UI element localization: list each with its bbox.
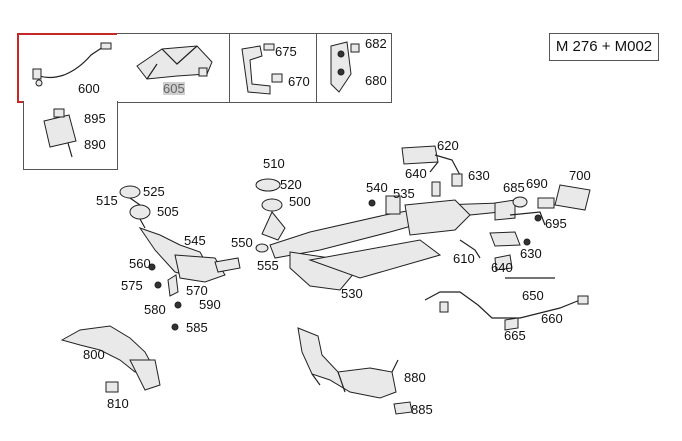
callout-620[interactable]: 620 xyxy=(437,138,459,153)
label-600: 600 xyxy=(78,81,100,96)
callout-530[interactable]: 530 xyxy=(341,286,363,301)
callout-695[interactable]: 695 xyxy=(545,216,567,231)
callout-580[interactable]: 580 xyxy=(144,302,166,317)
callout-585[interactable]: 585 xyxy=(186,320,208,335)
callout-665[interactable]: 665 xyxy=(504,328,526,343)
thumbnail-682-680[interactable]: 682 680 xyxy=(316,33,392,103)
callout-575[interactable]: 575 xyxy=(121,278,143,293)
thumbnail-895-890[interactable]: 895 890 xyxy=(23,101,118,170)
callout-535[interactable]: 535 xyxy=(393,186,415,201)
label-605: 605 xyxy=(163,81,185,96)
callout-630-lower[interactable]: 630 xyxy=(520,246,542,261)
control-unit-thumb-icon xyxy=(43,108,77,158)
label-670: 670 xyxy=(288,74,310,89)
callout-885[interactable]: 885 xyxy=(411,402,433,417)
callout-520[interactable]: 520 xyxy=(280,177,302,192)
callout-515[interactable]: 515 xyxy=(96,193,118,208)
callout-610[interactable]: 610 xyxy=(453,251,475,266)
thumbnail-600[interactable]: 600 xyxy=(17,33,120,103)
callout-800[interactable]: 800 xyxy=(83,347,105,362)
callout-640-lower[interactable]: 640 xyxy=(491,260,513,275)
callout-510[interactable]: 510 xyxy=(263,156,285,171)
callout-640-upper[interactable]: 640 xyxy=(405,166,427,181)
mount-thumb-icon xyxy=(330,41,360,93)
callout-690[interactable]: 690 xyxy=(526,176,548,191)
callout-550[interactable]: 550 xyxy=(231,235,253,250)
label-682: 682 xyxy=(365,36,387,51)
callout-685[interactable]: 685 xyxy=(503,180,525,195)
callout-540[interactable]: 540 xyxy=(366,180,388,195)
thumbnail-605[interactable]: 605 xyxy=(117,33,230,103)
label-680: 680 xyxy=(365,73,387,88)
oxygen-sensor-thumb-icon xyxy=(32,42,112,87)
model-label: M 276 + M002 xyxy=(549,33,659,61)
callout-500[interactable]: 500 xyxy=(289,194,311,209)
callout-525[interactable]: 525 xyxy=(143,184,165,199)
callout-590[interactable]: 590 xyxy=(199,297,221,312)
callout-660[interactable]: 660 xyxy=(541,311,563,326)
callout-570[interactable]: 570 xyxy=(186,283,208,298)
callout-505[interactable]: 505 xyxy=(157,204,179,219)
callout-545[interactable]: 545 xyxy=(184,233,206,248)
callout-650[interactable]: 650 xyxy=(522,288,544,303)
callout-555[interactable]: 555 xyxy=(257,258,279,273)
label-675: 675 xyxy=(275,44,297,59)
callout-880[interactable]: 880 xyxy=(404,370,426,385)
callout-810[interactable]: 810 xyxy=(107,396,129,411)
callout-560[interactable]: 560 xyxy=(129,256,151,271)
bracket-thumb-icon xyxy=(136,45,213,80)
label-890: 890 xyxy=(84,137,106,152)
label-895: 895 xyxy=(84,111,106,126)
callout-630-upper[interactable]: 630 xyxy=(468,168,490,183)
bolt-bracket-thumb-icon xyxy=(241,43,283,95)
callout-700[interactable]: 700 xyxy=(569,168,591,183)
thumbnail-675-670[interactable]: 675 670 xyxy=(229,33,318,103)
